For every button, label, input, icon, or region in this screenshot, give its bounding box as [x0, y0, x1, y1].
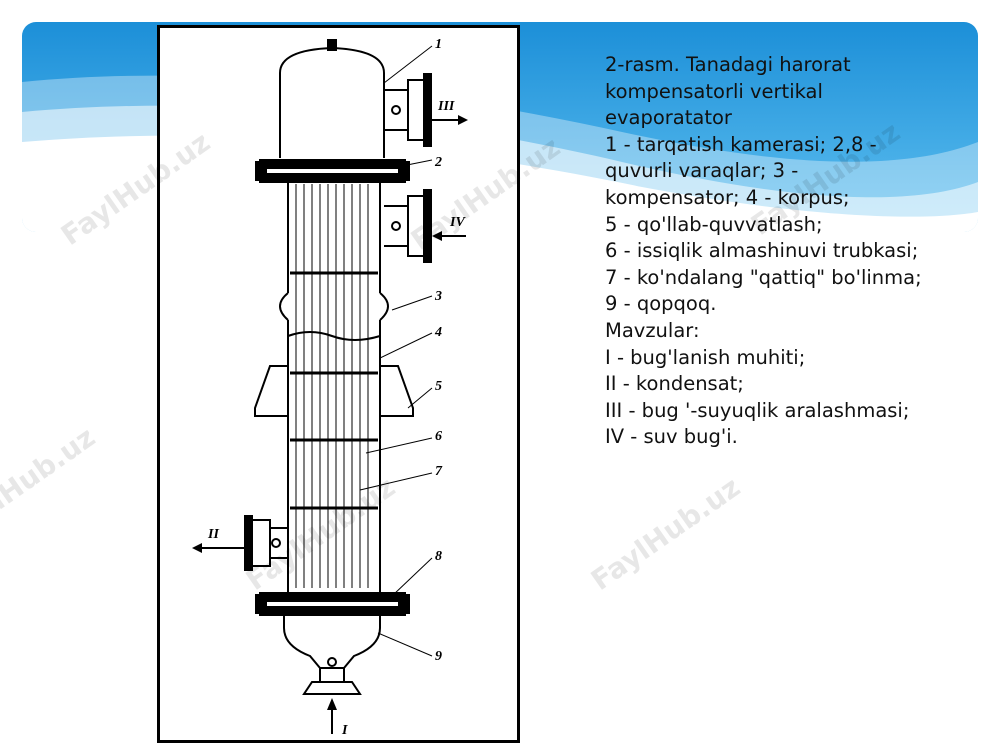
- caption-line: II - kondensat;: [605, 372, 744, 396]
- caption-line: III - bug '-suyuqlik aralashmasi;: [605, 398, 910, 422]
- part-label-5: 5: [435, 379, 442, 394]
- part-label-3: 3: [434, 289, 442, 304]
- caption-line: 1 - tarqatish kamerasi; 2,8 - quvurli va…: [605, 132, 877, 209]
- part-label-4: 4: [434, 325, 442, 340]
- caption-line: 6 - issiqlik almashinuvi trubkasi;: [605, 239, 919, 263]
- caption-line: 9 - qopqoq.: [605, 292, 717, 316]
- part-label-1: 1: [435, 37, 442, 52]
- part-label-8: 8: [435, 549, 442, 564]
- caption-line: 5 - qo'llab-quvvatlash;: [605, 212, 823, 236]
- caption-line: IV - suv bug'i.: [605, 425, 738, 449]
- stream-label-ii: II: [207, 527, 219, 542]
- caption-line: 7 - ko'ndalang "qattiq" bo'linma;: [605, 265, 922, 289]
- part-label-6: 6: [435, 429, 442, 444]
- part-label-2: 2: [434, 155, 442, 170]
- watermark: FaylHub.uz: [0, 420, 102, 548]
- caption-line: I - bug'lanish muhiti;: [605, 345, 806, 369]
- evaporator-drawing: 1 2 3 4 5 6 7 8 9 III IV II I: [192, 37, 468, 738]
- stream-label-i: I: [341, 723, 348, 738]
- evaporator-diagram: 1 2 3 4 5 6 7 8 9 III IV II I: [157, 25, 520, 743]
- stream-label-iv: IV: [449, 215, 466, 230]
- figure-caption: 2-rasm. Tanadagi harorat kompensatorli v…: [605, 52, 935, 451]
- caption-line: Mavzular:: [605, 318, 700, 342]
- watermark: FaylHub.uz: [585, 470, 747, 598]
- part-label-9: 9: [435, 649, 442, 664]
- part-label-7: 7: [435, 464, 443, 479]
- stream-label-iii: III: [437, 99, 455, 114]
- caption-line: 2-rasm. Tanadagi harorat kompensatorli v…: [605, 53, 851, 130]
